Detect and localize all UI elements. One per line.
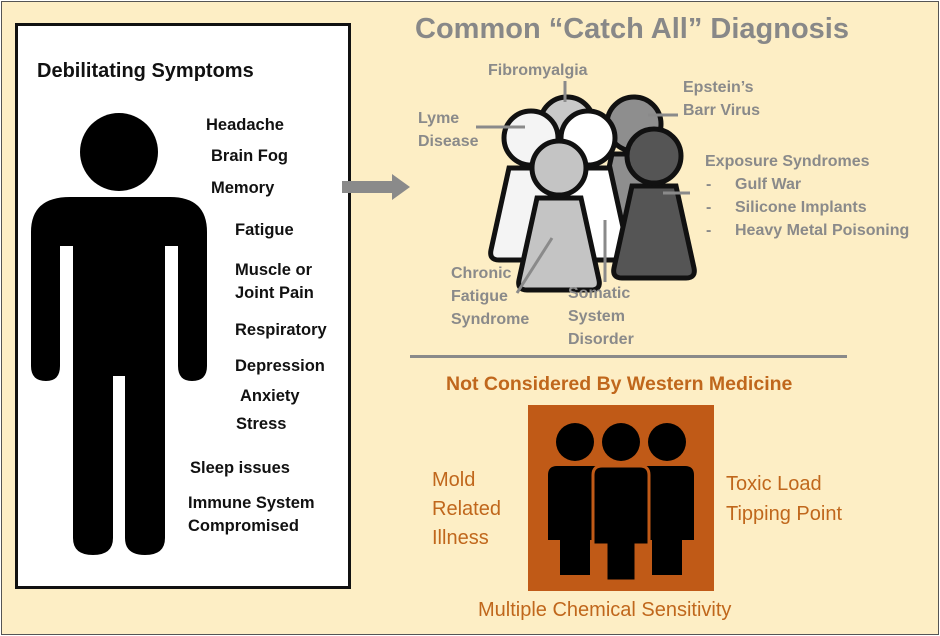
exposure-item: Gulf War bbox=[735, 176, 802, 193]
symptom-item: Respiratory bbox=[235, 321, 327, 339]
symptom-item: Brain Fog bbox=[211, 147, 288, 165]
chronic-label-line3: Syndrome bbox=[451, 311, 530, 328]
toxic-label-line1: Toxic Load bbox=[726, 473, 822, 495]
pawn-icon bbox=[614, 126, 695, 278]
symptom-item: Muscle or bbox=[235, 261, 313, 279]
symptom-item: Memory bbox=[211, 179, 275, 197]
symptom-item: Anxiety bbox=[240, 387, 300, 405]
exposure-item: Silicone Implants bbox=[735, 199, 867, 216]
symptom-item: Joint Pain bbox=[235, 284, 314, 302]
symptom-item: Sleep issues bbox=[190, 459, 290, 477]
leader-lines bbox=[476, 81, 690, 294]
symptom-item: Depression bbox=[235, 357, 325, 375]
fibromyalgia-label: Fibromyalgia bbox=[488, 62, 588, 79]
western-title: Not Considered By Western Medicine bbox=[446, 373, 793, 395]
symptoms-heading: Debilitating Symptoms bbox=[37, 60, 254, 82]
exposure-bullet: - bbox=[706, 222, 712, 239]
mold-label-line2: Related bbox=[432, 498, 501, 520]
exposure-item: Heavy Metal Poisoning bbox=[735, 222, 910, 239]
chronic-label-line2: Fatigue bbox=[451, 288, 508, 305]
exposure-bullet: - bbox=[706, 199, 712, 216]
arrow-right-icon bbox=[342, 174, 410, 200]
catch-all-title: Common “Catch All” Diagnosis bbox=[415, 13, 849, 45]
chronic-label-line1: Chronic bbox=[451, 265, 512, 282]
toxic-label-line2: Tipping Point bbox=[726, 503, 842, 525]
lyme-label-line1: Lyme bbox=[418, 110, 460, 127]
people-group-icon bbox=[548, 423, 694, 583]
somatic-label-line3: Disorder bbox=[568, 331, 634, 348]
section-divider bbox=[410, 355, 847, 358]
epstein-label-line1: Epstein’s bbox=[683, 79, 754, 96]
symptom-item: Immune System bbox=[188, 494, 315, 512]
lyme-label-line2: Disease bbox=[418, 133, 479, 150]
symptom-item: Fatigue bbox=[235, 221, 294, 239]
symptom-item: Headache bbox=[206, 116, 284, 134]
symptom-item: Compromised bbox=[188, 517, 299, 535]
symptom-item: Stress bbox=[236, 415, 287, 433]
somatic-label-line1: Somatic bbox=[568, 285, 631, 302]
exposure-title: Exposure Syndromes bbox=[705, 153, 870, 170]
somatic-label-line2: System bbox=[568, 308, 625, 325]
mold-label-line3: Illness bbox=[432, 527, 489, 549]
epstein-label-line2: Barr Virus bbox=[683, 102, 761, 119]
exposure-bullet: - bbox=[706, 176, 712, 193]
mold-label-line1: Mold bbox=[432, 469, 476, 491]
pawn-icon bbox=[519, 138, 600, 290]
mcs-label: Multiple Chemical Sensitivity bbox=[478, 599, 732, 621]
